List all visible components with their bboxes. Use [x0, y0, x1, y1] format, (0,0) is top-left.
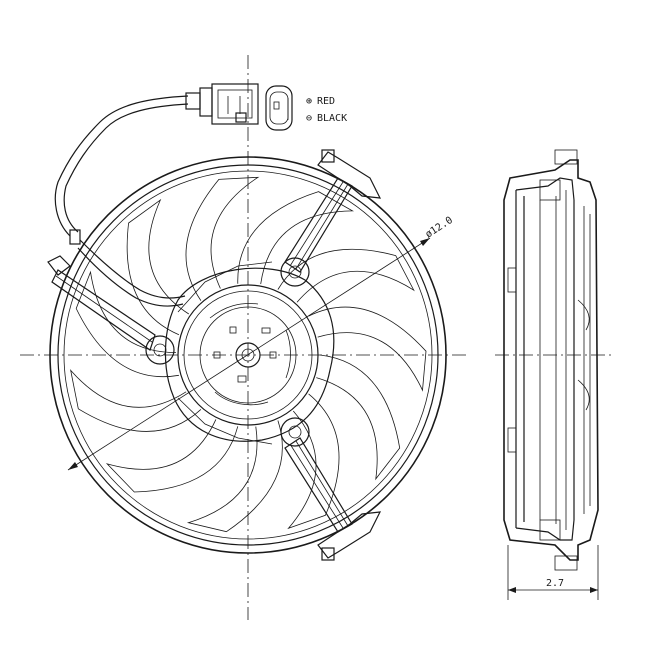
fan-blade [186, 420, 283, 533]
wire-legend: ⊕ RED ⊖ BLACK [306, 96, 347, 124]
side-view [503, 149, 599, 571]
motor-hub [145, 257, 335, 447]
fan-blade [287, 393, 340, 530]
diameter-value: ø12.0 [424, 215, 455, 241]
fan-blade [237, 191, 354, 285]
fan-shroud [49, 156, 447, 554]
negative-wire-label: BLACK [317, 113, 347, 124]
depth-value: 2.7 [546, 578, 564, 589]
connector [185, 83, 259, 125]
fan-blade [75, 270, 179, 377]
fan-blade [126, 198, 190, 336]
centerlines [20, 55, 615, 620]
mounting-tabs [47, 149, 382, 561]
fan-blade [277, 248, 415, 303]
depth-dimension: 2.7 [507, 545, 599, 600]
mounting-spokes [51, 177, 353, 533]
fan-blades [70, 176, 427, 533]
fan-blade [308, 306, 427, 392]
connector-end-view [265, 85, 293, 131]
positive-wire-label: RED [317, 96, 335, 107]
positive-symbol: ⊕ [306, 96, 312, 107]
wire-harness [54, 95, 189, 307]
diameter-dimension: ø12.0 [67, 215, 455, 471]
negative-symbol: ⊖ [306, 113, 312, 124]
fan-blade [70, 369, 202, 432]
fan-blade [185, 176, 260, 301]
fan-blade [316, 354, 401, 481]
fan-blade [105, 419, 239, 493]
